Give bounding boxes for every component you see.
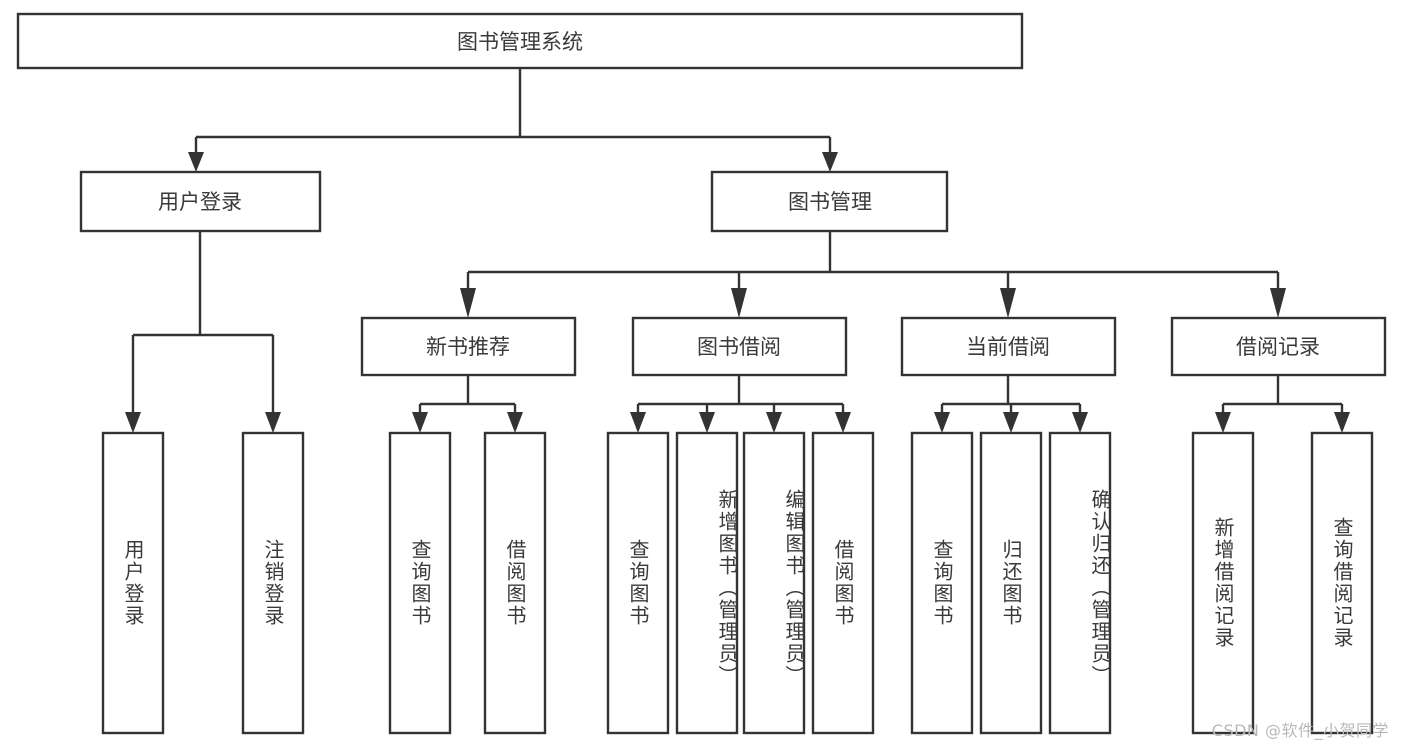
leaf-current-return[interactable] [979, 431, 1043, 735]
arrow-leaf-logout [265, 412, 281, 433]
leaf-borrow-borrow[interactable] [811, 431, 875, 735]
arrow-leaf-borrow-3 [766, 412, 782, 433]
leaf-current-query[interactable] [910, 431, 974, 735]
node-root-book-management-system[interactable] [16, 12, 1024, 70]
arrow-to-user-login [188, 152, 204, 172]
node-current-borrow[interactable] [900, 316, 1117, 377]
arrow-leaf-user-login [125, 412, 141, 433]
arrow-to-borrow [731, 288, 747, 318]
leaf-user-login-login[interactable] [101, 431, 165, 735]
arrow-leaf-borrow-1 [630, 412, 646, 433]
leaf-borrow-query[interactable] [606, 431, 670, 735]
leaf-borrow-add-admin[interactable] [675, 431, 739, 735]
node-layer: 图书管理系统 用户登录 图书管理 新书推荐 图书借阅 当前借阅 借阅记录 [16, 12, 1387, 735]
node-book-management-label: 图书管理 [788, 190, 872, 214]
leaf-current-confirm-admin[interactable] [1048, 431, 1112, 735]
leaf-newbook-query[interactable] [388, 431, 452, 735]
node-book-management[interactable] [710, 170, 949, 233]
node-user-login-label: 用户登录 [158, 190, 242, 214]
arrow-to-records [1270, 288, 1286, 318]
arrow-leaf-borrow-2 [699, 412, 715, 433]
node-borrow-records-label: 借阅记录 [1236, 335, 1320, 359]
arrow-leaf-records-1 [1215, 412, 1231, 433]
leaf-newbook-borrow[interactable] [483, 431, 547, 735]
arrow-to-book-mgmt [822, 152, 838, 172]
arrow-leaf-current-2 [1003, 412, 1019, 433]
arrow-leaf-current-3 [1072, 412, 1088, 433]
arrow-to-current [1000, 288, 1016, 318]
arrow-leaf-newbook-2 [507, 412, 523, 433]
arrow-to-newbook [460, 288, 476, 318]
node-new-book-recommend[interactable] [360, 316, 577, 377]
arrow-leaf-borrow-4 [835, 412, 851, 433]
node-borrow-records[interactable] [1170, 316, 1387, 377]
node-new-book-recommend-label: 新书推荐 [426, 335, 510, 359]
leaf-user-login-logout[interactable] [241, 431, 305, 735]
connector-layer [125, 68, 1350, 433]
leaf-records-add[interactable] [1191, 431, 1255, 735]
node-user-login[interactable] [79, 170, 322, 233]
leaf-borrow-edit-admin[interactable] [742, 431, 806, 735]
node-current-borrow-label: 当前借阅 [966, 335, 1050, 359]
csdn-watermark: CSDN @软件_小贺同学 [1211, 721, 1389, 740]
node-book-borrow-label: 图书借阅 [697, 335, 781, 359]
leaf-records-query[interactable] [1310, 431, 1374, 735]
node-root-label: 图书管理系统 [457, 30, 583, 54]
arrow-leaf-records-2 [1334, 412, 1350, 433]
node-book-borrow[interactable] [631, 316, 848, 377]
arrow-leaf-newbook-1 [412, 412, 428, 433]
arrow-leaf-current-1 [934, 412, 950, 433]
